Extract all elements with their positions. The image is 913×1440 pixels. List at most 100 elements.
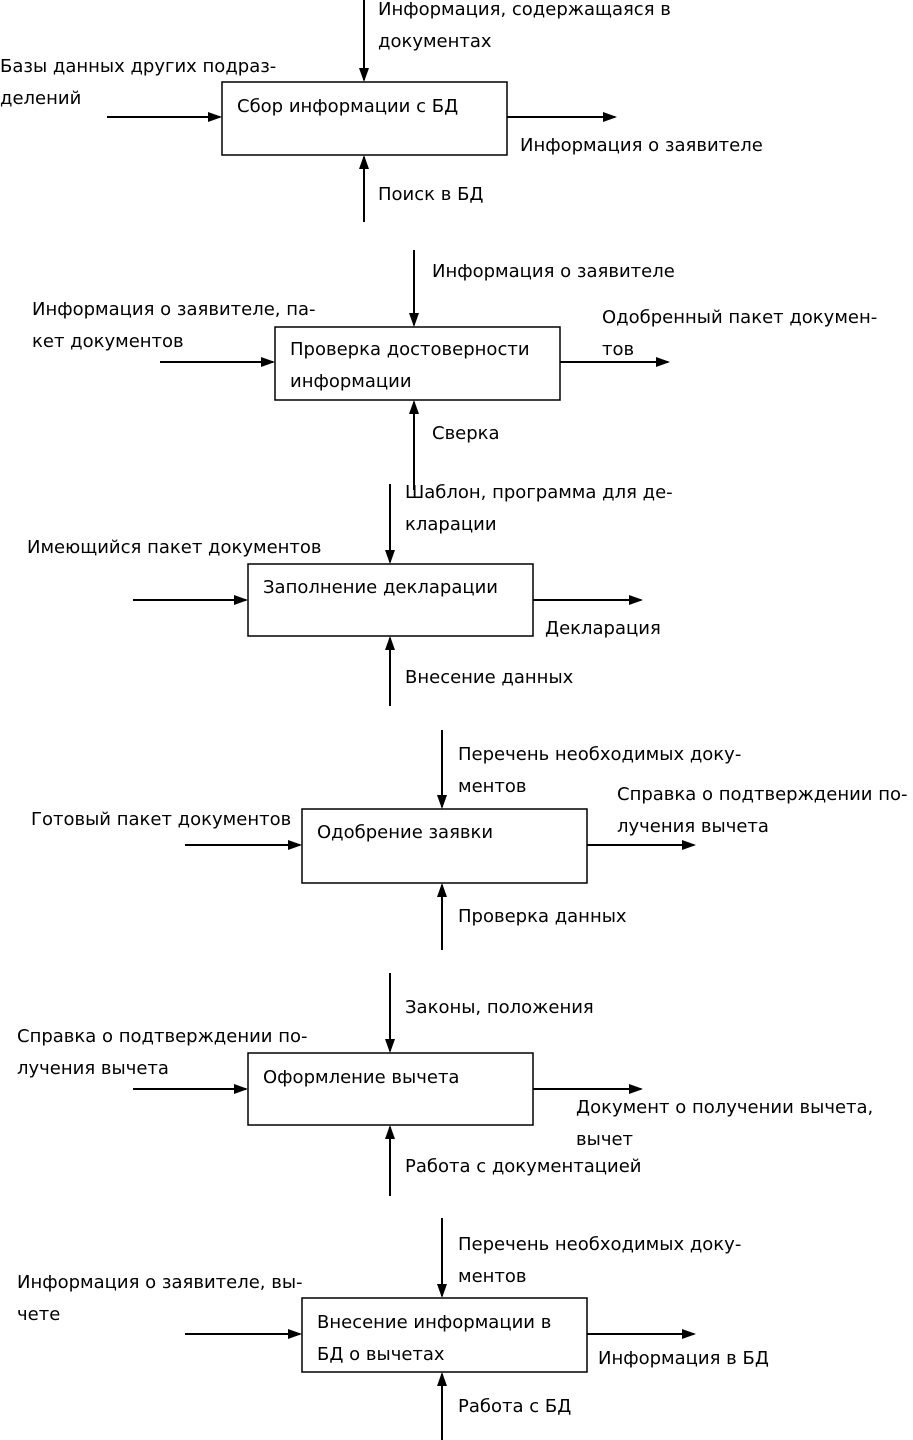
mechanism-arrowhead <box>409 400 419 414</box>
output-label-line: лучения вычета <box>617 816 769 837</box>
control-arrowhead <box>385 1039 395 1053</box>
mechanism-label: Поиск в БД <box>378 184 483 205</box>
input-label: Базы данных других подраз-делений <box>0 56 276 109</box>
process-block: Проверка достоверности информации Информац… <box>32 250 877 490</box>
process-title-line: БД о вычетах <box>317 1344 445 1365</box>
output-arrowhead <box>682 840 696 850</box>
input-label: Информация о заявителе, вы-чете <box>17 1272 303 1325</box>
process-title: Одобрение заявки <box>317 822 493 843</box>
control-label-line: ментов <box>458 776 527 797</box>
input-label-line: лучения вычета <box>17 1058 169 1079</box>
input-arrowhead <box>288 1329 302 1339</box>
output-arrowhead <box>682 1329 696 1339</box>
mechanism-label: Сверка <box>432 423 500 444</box>
control-arrowhead <box>385 550 395 564</box>
process-box <box>301 808 588 884</box>
input-label-line: Базы данных других подраз- <box>0 56 276 77</box>
mechanism-arrowhead <box>385 636 395 650</box>
input-label: Информация о заявителе, па-кет документо… <box>32 299 316 352</box>
control-label: Шаблон, программа для де-кларации <box>405 482 673 535</box>
process-title: Сбор информации с БД <box>237 96 458 117</box>
output-label-line: тов <box>602 339 634 360</box>
input-label-line: делений <box>0 88 81 109</box>
control-label-line: документах <box>378 31 492 52</box>
input-label-line: Информация о заявителе, па- <box>32 299 316 320</box>
output-label-line: Справка о подтверждении по- <box>617 784 907 805</box>
process-title-line: Оформление вычета <box>263 1067 459 1088</box>
output-label-line: Информация о заявителе <box>520 135 763 156</box>
control-arrowhead <box>437 795 447 809</box>
input-arrowhead <box>288 840 302 850</box>
process-box <box>274 326 561 401</box>
control-label-line: кларации <box>405 514 497 535</box>
process-title-line: информации <box>290 371 412 392</box>
process-box <box>221 81 508 156</box>
input-label-line: чете <box>17 1304 60 1325</box>
output-arrowhead <box>656 357 670 367</box>
control-label-line: Информация о заявителе <box>432 261 675 282</box>
mechanism-label-line: Внесение данных <box>405 667 574 688</box>
input-label-line: кет документов <box>32 331 184 352</box>
process-title-line: Одобрение заявки <box>317 822 493 843</box>
process-title-line: Заполнение декларации <box>263 577 498 598</box>
output-label: Информация о заявителе <box>520 135 763 156</box>
process-box <box>247 563 534 637</box>
mechanism-arrowhead <box>437 1372 447 1386</box>
output-label-line: Информация в БД <box>598 1348 769 1369</box>
output-label-line: вычет <box>576 1129 633 1150</box>
output-label-line: Одобренный пакет докумен- <box>602 307 877 328</box>
output-label: Документ о получении вычета,вычет <box>576 1097 873 1150</box>
mechanism-label: Работа с БД <box>458 1396 571 1417</box>
process-title: Внесение информации в БД о вычетах <box>317 1312 551 1365</box>
process-box <box>247 1052 534 1126</box>
mechanism-arrowhead <box>359 155 369 169</box>
process-title: Проверка достоверности информации <box>290 339 530 392</box>
control-label-line: Перечень необходимых доку- <box>458 1234 741 1255</box>
input-label-line: Информация о заявителе, вы- <box>17 1272 303 1293</box>
input-arrowhead <box>234 1084 248 1094</box>
control-arrowhead <box>437 1284 447 1298</box>
input-label-line: Имеющийся пакет документов <box>27 537 322 558</box>
input-arrowhead <box>234 595 248 605</box>
output-label: Информация в БД <box>598 1348 769 1369</box>
mechanism-label-line: Проверка данных <box>458 906 627 927</box>
mechanism-arrowhead <box>385 1125 395 1139</box>
control-arrowhead <box>409 313 419 327</box>
mechanism-label-line: Работа с документацией <box>405 1156 642 1177</box>
control-label: Информация о заявителе <box>432 261 675 282</box>
control-label: Перечень необходимых доку-ментов <box>458 1234 741 1287</box>
input-label: Имеющийся пакет документов <box>27 537 322 558</box>
process-box <box>301 1297 588 1373</box>
process-block: Заполнение декларации Имеющийся пакет док… <box>27 482 673 706</box>
control-label-line: Законы, положения <box>405 997 594 1018</box>
process-title-line: Проверка достоверности <box>290 339 530 360</box>
input-label-line: Справка о подтверждении по- <box>17 1026 307 1047</box>
process-title-line: Сбор информации с БД <box>237 96 458 117</box>
output-label-line: Декларация <box>545 618 661 639</box>
process-title-line: Внесение информации в <box>317 1312 551 1333</box>
control-arrowhead <box>359 68 369 82</box>
mechanism-label: Проверка данных <box>458 906 627 927</box>
input-arrowhead <box>208 112 222 122</box>
output-arrowhead <box>603 112 617 122</box>
process-title: Заполнение декларации <box>263 577 498 598</box>
input-label-line: Готовый пакет документов <box>31 809 291 830</box>
mechanism-label-line: Работа с БД <box>458 1396 571 1417</box>
control-label: Информация, содержащаяся в документах <box>378 0 671 52</box>
output-arrowhead <box>629 595 643 605</box>
output-arrowhead <box>629 1084 643 1094</box>
process-title: Оформление вычета <box>263 1067 459 1088</box>
mechanism-arrowhead <box>437 883 447 897</box>
mechanism-label-line: Поиск в БД <box>378 184 483 205</box>
control-label-line: Информация, содержащаяся в <box>378 0 671 20</box>
control-label-line: Перечень необходимых доку- <box>458 744 741 765</box>
control-label: Перечень необходимых доку-ментов <box>458 744 741 797</box>
control-label: Законы, положения <box>405 997 594 1018</box>
process-block: Внесение информации в БД о вычетах Информа… <box>17 1218 769 1440</box>
input-label: Справка о подтверждении по-лучения вычет… <box>17 1026 307 1079</box>
input-label: Готовый пакет документов <box>31 809 291 830</box>
control-label-line: Шаблон, программа для де- <box>405 482 673 503</box>
output-label: Декларация <box>545 618 661 639</box>
